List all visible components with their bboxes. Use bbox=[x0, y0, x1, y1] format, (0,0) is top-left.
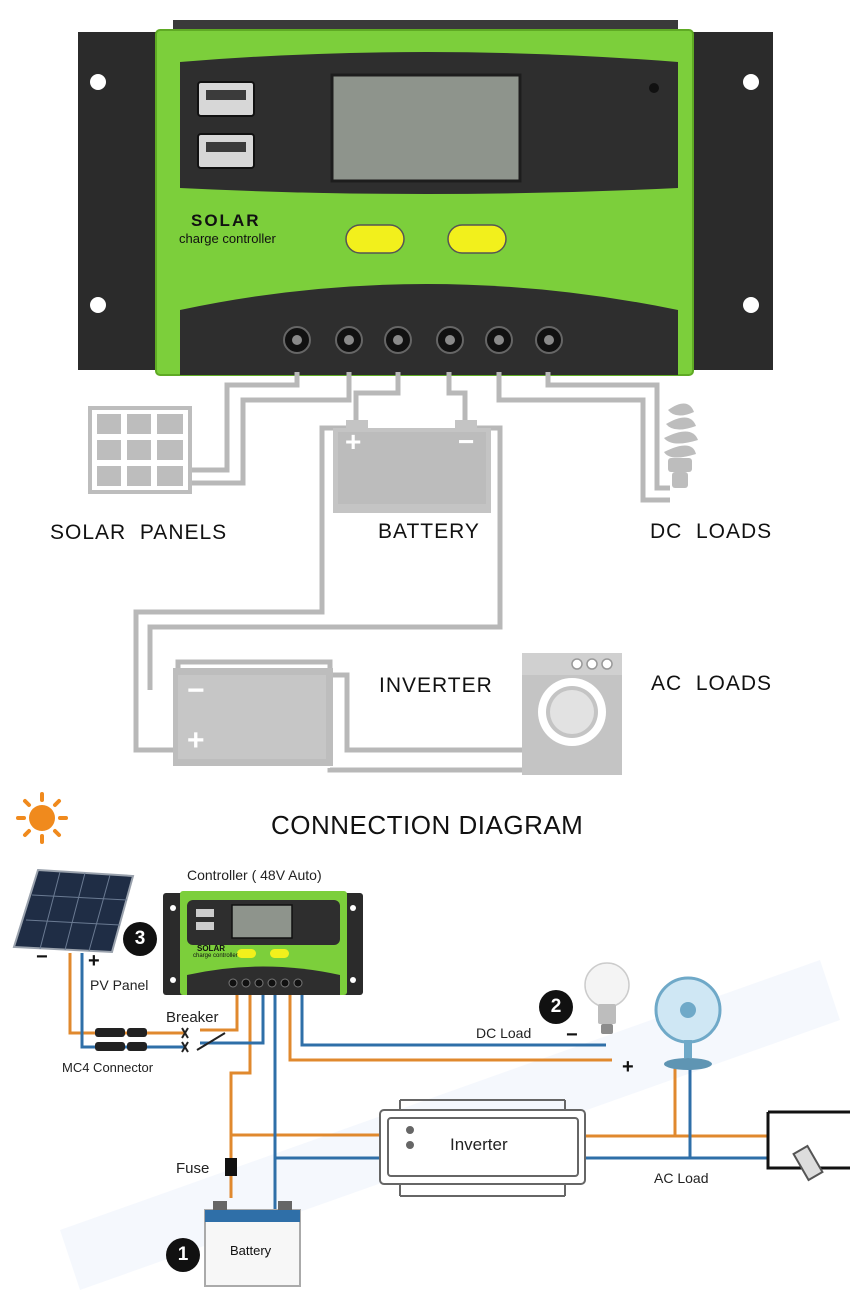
mini-controller-icon bbox=[163, 891, 363, 995]
battery-plus-sign: + bbox=[345, 426, 362, 457]
mc4-connector-label: MC4 Connector bbox=[62, 1060, 154, 1075]
inverter-icon bbox=[173, 668, 333, 766]
inverter-box-label: Inverter bbox=[450, 1135, 508, 1154]
mini-controller-subtitle: charge controller bbox=[193, 953, 238, 959]
connection-diagram-title: CONNECTION DIAGRAM bbox=[271, 810, 584, 840]
charge-controller-photo: SOLAR charge controller bbox=[78, 20, 773, 376]
washing-machine-icon bbox=[522, 653, 622, 775]
pv-panel-icon bbox=[12, 868, 135, 954]
dc-loads-label: DC LOADS bbox=[650, 520, 773, 543]
controller-brand: SOLAR bbox=[191, 211, 261, 230]
pv-minus-sign: − bbox=[36, 946, 48, 968]
solar-panels-label: SOLAR PANELS bbox=[50, 521, 228, 544]
battery-minus-sign: − bbox=[458, 426, 475, 457]
fan-icon bbox=[654, 976, 722, 1070]
solar-panel-icon bbox=[88, 406, 192, 494]
step-badge-1: 1 bbox=[166, 1238, 200, 1272]
step-badge-2: 2 bbox=[539, 990, 573, 1024]
fuse-icon bbox=[225, 1158, 237, 1176]
dc-plus-sign: + bbox=[622, 1056, 634, 1078]
dc-load-label: DC Load bbox=[476, 1025, 532, 1041]
breaker-label: Breaker bbox=[166, 1009, 219, 1026]
inverter-plus-sign: + bbox=[187, 724, 205, 757]
dc-minus-sign: − bbox=[566, 1024, 578, 1046]
controller-subtitle: charge controller bbox=[179, 231, 276, 246]
inverter-box-icon bbox=[379, 1099, 586, 1197]
battery-box-label: Battery bbox=[230, 1243, 272, 1258]
light-bulb-icon bbox=[584, 962, 630, 1034]
mini-controller-brand: SOLAR bbox=[197, 944, 225, 953]
battery-icon bbox=[333, 420, 491, 513]
ac-loads-label: AC LOADS bbox=[651, 672, 773, 695]
controller-model-label: Controller ( 48V Auto) bbox=[187, 867, 322, 883]
pv-plus-sign: + bbox=[88, 950, 100, 972]
fuse-label: Fuse bbox=[176, 1160, 210, 1177]
controller-body-graphic bbox=[78, 20, 773, 376]
inverter-label: INVERTER bbox=[379, 674, 493, 697]
step-badge-3: 3 bbox=[123, 922, 157, 956]
top-wiring-diagram bbox=[88, 372, 698, 775]
battery-label: BATTERY bbox=[378, 520, 480, 543]
tv-icon bbox=[766, 1110, 850, 1182]
battery-box-icon bbox=[204, 1201, 301, 1287]
inverter-minus-sign: − bbox=[187, 674, 205, 707]
pv-panel-label: PV Panel bbox=[90, 977, 149, 993]
ac-load-label: AC Load bbox=[654, 1170, 709, 1186]
cfl-bulb-icon bbox=[664, 403, 698, 488]
